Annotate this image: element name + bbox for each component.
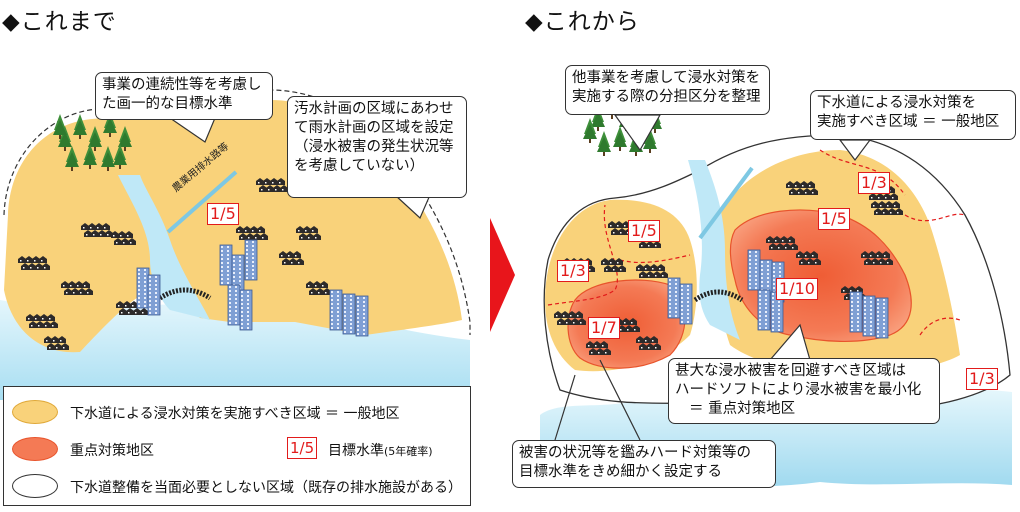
legend-box: 下水道による浸水対策を実施すべき区域 ＝ 一般地区 重点対策地区 1/5 目標水… [3, 386, 471, 506]
left-panel-title: ◆これまで [2, 9, 117, 35]
callout-uniform-line-2: た画一的な目標水準 [102, 96, 233, 112]
right-probability-bottom-right: 1/3 [966, 368, 998, 390]
right-bridge [693, 289, 744, 303]
legend-target-symbol: 1/5 [287, 437, 318, 459]
callout-share-line-2: 実施する際の分担区分を整理 [572, 89, 761, 105]
right-subdivision-lines [547, 149, 966, 336]
legend-priority-swatch [12, 437, 58, 461]
right-pointer-share [613, 114, 662, 152]
legend-general-swatch [12, 400, 58, 424]
callout-sewage-line-2: て雨水計画の区域を設定 [294, 120, 454, 136]
legend-no-sewer-swatch [12, 474, 58, 498]
right-agricultural-canal [698, 166, 754, 240]
callout-uniform-target: 事業の連続性等を考慮し た画一的な目標水準 [95, 72, 273, 120]
legend-priority-label: 重点対策地区 [70, 443, 154, 459]
legend-target-level: 目標水準 [328, 443, 384, 459]
callout-priority-line-3: ＝ 重点対策地区 [689, 401, 796, 417]
left-probability-label: 1/5 [207, 203, 239, 225]
callout-general-line-1: 下水道による浸水対策を [817, 95, 977, 111]
callout-sewage-line-4: を考慮していない） [294, 158, 425, 174]
legend-no-sewer-label: 下水道整備を当面必要としない区域（既存の排水施設がある） [70, 480, 462, 496]
callout-sewage-area: 汚水計画の区域にあわせ て雨水計画の区域を設定 （浸水被害の発生状況等 を考慮し… [287, 96, 467, 198]
callout-target-line-2: 目標水準をきめ細かく設定する [519, 464, 722, 480]
callout-priority-line-2: ハードソフトにより浸水被害を最小化 [675, 382, 922, 398]
right-pointer-target-b [599, 359, 641, 441]
callout-uniform-line-1: 事業の連続性等を考慮し [102, 77, 262, 93]
right-probability-top-right: 1/3 [858, 172, 890, 194]
right-probability-center: 1/5 [818, 208, 850, 230]
left-agricultural-canal [166, 170, 238, 234]
transition-arrow [490, 218, 515, 332]
right-probability-upper-left: 1/5 [628, 220, 660, 242]
callout-sewage-line-1: 汚水計画の区域にあわせ [294, 101, 454, 117]
right-pointer-target-a [554, 374, 576, 441]
callout-target-line-1: 被害の状況等を鑑みハード対策等の [519, 445, 751, 461]
legend-target-label: 目標水準(5年確率) [328, 440, 433, 460]
right-probability-far-left: 1/3 [557, 260, 589, 282]
callout-priority-line-1: 甚大な浸水被害を回避すべき区域は [675, 363, 906, 379]
right-probability-right-priority: 1/10 [776, 278, 818, 300]
callout-sewage-line-3: （浸水被害の発生状況等 [294, 139, 454, 155]
callout-cost-sharing: 他事業を考慮して浸水対策を 実施する際の分担区分を整理 [565, 65, 770, 115]
legend-target-note: (5年確率) [384, 445, 433, 458]
callout-general-line-2: 実施すべき区域 ＝ 一般地区 [817, 114, 1000, 130]
legend-general-label: 下水道による浸水対策を実施すべき区域 ＝ 一般地区 [70, 406, 400, 422]
callout-priority-district: 甚大な浸水被害を回避すべき区域は ハードソフトにより浸水被害を最小化 ＝ 重点対… [668, 358, 940, 424]
left-bridge [158, 287, 212, 301]
callout-target-setting: 被害の状況等を鑑みハード対策等の 目標水準をきめ細かく設定する [512, 440, 776, 488]
right-panel-title: ◆これから [525, 9, 640, 35]
right-pointer-general [838, 139, 872, 161]
callout-general-district: 下水道による浸水対策を 実施すべき区域 ＝ 一般地区 [810, 90, 1016, 140]
callout-share-line-1: 他事業を考慮して浸水対策を [572, 70, 761, 86]
right-probability-left-priority: 1/7 [588, 317, 620, 339]
left-river [118, 175, 210, 320]
